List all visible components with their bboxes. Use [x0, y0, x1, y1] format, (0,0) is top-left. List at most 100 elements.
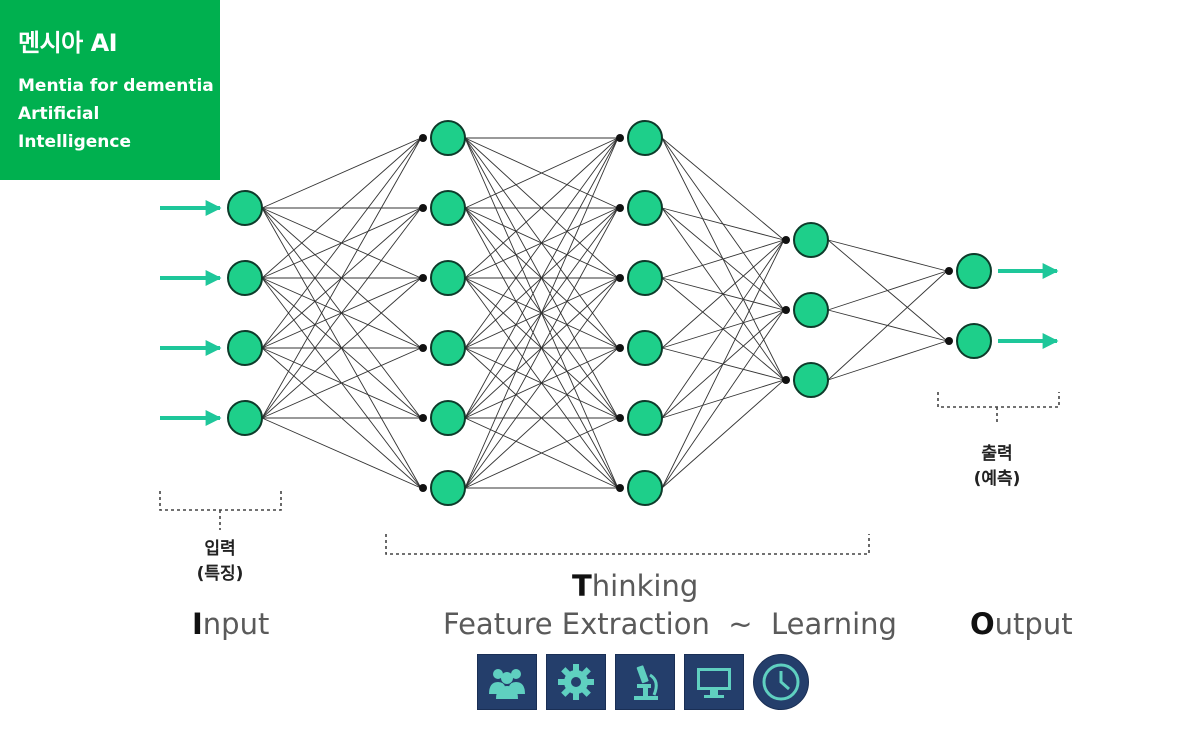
- input-ko-line2: (특징): [196, 564, 244, 584]
- edge: [261, 137, 422, 209]
- input-korean-label: 입력 (특징): [160, 537, 280, 587]
- edge-dot: [616, 204, 624, 212]
- neuron-node: [627, 190, 663, 226]
- output-rest: utput: [994, 607, 1073, 641]
- gear-icon-svg: [558, 664, 594, 700]
- edge: [661, 137, 785, 241]
- edge: [261, 347, 422, 419]
- neuron-node: [627, 470, 663, 506]
- edge: [261, 137, 422, 349]
- edge: [261, 417, 422, 489]
- brand-subtitle-line: Mentia for dementia: [18, 76, 214, 96]
- neuron-node: [227, 260, 263, 296]
- output-ko-line2: (예측): [973, 469, 1021, 489]
- monitor-icon: [684, 654, 744, 710]
- edge: [464, 277, 619, 489]
- output-cap: O: [970, 607, 995, 641]
- clock-icon-svg: [762, 663, 800, 701]
- edge-dot: [945, 337, 953, 345]
- edge-dot: [616, 344, 624, 352]
- brand-box: 멘시아 AI Mentia for dementia Artificial In…: [0, 0, 220, 180]
- edge: [464, 137, 619, 489]
- neuron-node: [956, 253, 992, 289]
- neuron-node: [430, 470, 466, 506]
- edge-dot: [782, 236, 790, 244]
- edge-dot: [782, 376, 790, 384]
- edge: [261, 137, 422, 419]
- edge-dot: [616, 274, 624, 282]
- nodes-layer: [227, 120, 992, 506]
- input-english-label: Input: [192, 607, 269, 641]
- brand-subtitle-line: Intelligence: [18, 132, 131, 152]
- microscope-icon-svg: [634, 665, 658, 700]
- edge-dot: [419, 204, 427, 212]
- edge: [661, 239, 785, 419]
- edge: [661, 207, 785, 241]
- thinking-cap: T: [572, 569, 592, 603]
- output-english-label: Output: [970, 607, 1073, 641]
- edge: [661, 309, 785, 489]
- output-bracket: [937, 392, 1060, 425]
- microscope-icon: [615, 654, 675, 710]
- neuron-node: [430, 190, 466, 226]
- edge: [661, 379, 785, 489]
- people-icon-svg: [489, 669, 525, 699]
- neuron-node: [627, 260, 663, 296]
- input-ko-line1: 입력: [204, 539, 236, 559]
- edges-layer: [261, 137, 948, 489]
- input-rest: nput: [202, 607, 270, 641]
- edge: [464, 137, 619, 209]
- thinking-label: Thinking: [572, 569, 698, 603]
- edge-dots-layer: [419, 134, 953, 492]
- thinking-rest: hinking: [591, 569, 699, 603]
- neuron-node: [430, 120, 466, 156]
- brackets-layer: [159, 392, 1060, 555]
- neuron-node: [430, 260, 466, 296]
- edge: [827, 270, 948, 381]
- edge: [261, 137, 422, 279]
- edge-dot: [945, 267, 953, 275]
- edge-dot: [419, 484, 427, 492]
- edge: [261, 207, 422, 419]
- edge-dot: [616, 484, 624, 492]
- brand-subtitle-line: Artificial: [18, 104, 100, 124]
- edge: [827, 239, 948, 272]
- edge-dot: [616, 134, 624, 142]
- edge: [261, 277, 422, 419]
- edge-dot: [616, 414, 624, 422]
- neuron-node: [627, 120, 663, 156]
- people-icon: [477, 654, 537, 710]
- edge: [464, 207, 619, 489]
- edge: [464, 137, 619, 279]
- edge-dot: [419, 414, 427, 422]
- hidden-bracket: [385, 534, 870, 555]
- neuron-node: [627, 330, 663, 366]
- neuron-node: [227, 400, 263, 436]
- neuron-node: [227, 190, 263, 226]
- edge-dot: [419, 274, 427, 282]
- edge: [464, 347, 619, 489]
- edge: [827, 270, 948, 311]
- gear-icon: [546, 654, 606, 710]
- icon-strip: [477, 654, 809, 712]
- neuron-node: [793, 362, 829, 398]
- edge-dot: [419, 134, 427, 142]
- edge: [827, 340, 948, 381]
- edge: [661, 239, 785, 279]
- input-bracket: [159, 491, 282, 530]
- edge: [464, 417, 619, 489]
- neuron-node: [430, 330, 466, 366]
- output-ko-line1: 출력: [981, 444, 1013, 464]
- brand-subtitle: Mentia for dementia Artificial Intellige…: [18, 72, 220, 156]
- neuron-node: [956, 323, 992, 359]
- clock-icon: [753, 654, 809, 710]
- feature-extraction-label: Feature Extraction ~ Learning: [443, 607, 897, 641]
- edge-dot: [782, 306, 790, 314]
- brand-title: 멘시아 AI: [18, 29, 118, 57]
- neuron-node: [793, 222, 829, 258]
- edge: [464, 137, 619, 419]
- input-cap: I: [192, 607, 203, 641]
- monitor-icon-svg: [697, 668, 731, 698]
- neuron-node: [627, 400, 663, 436]
